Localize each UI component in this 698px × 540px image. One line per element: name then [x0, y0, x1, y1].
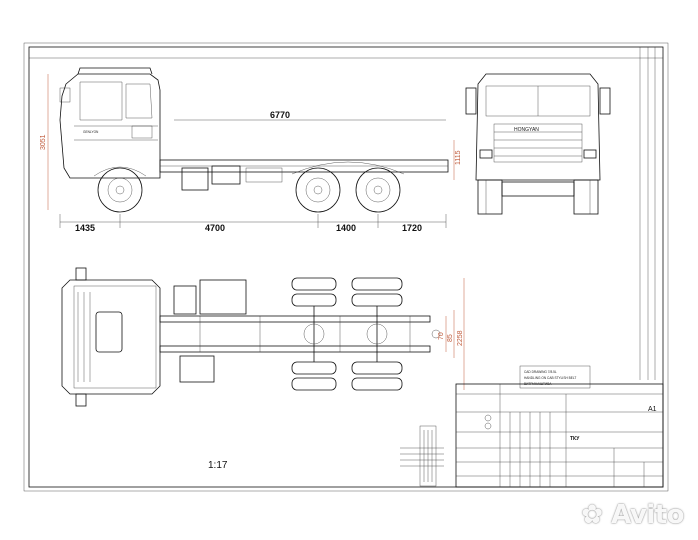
side-view: GENLYON [59, 67, 449, 213]
front-wheel [97, 167, 143, 213]
top-dimensions: 70 85 2258 [438, 278, 465, 390]
dim-width-b: 85 [447, 334, 454, 342]
front-view: HONGYAN [465, 73, 611, 215]
dim-width-a: 70 [438, 332, 445, 340]
scale-label: 1:17 [208, 460, 228, 471]
note-line-1: CAD DRAWING 7/8.5L [524, 370, 557, 374]
side-notes [400, 425, 444, 487]
dim-wheelbase: 4700 [205, 223, 225, 233]
top-view [61, 267, 441, 407]
inner-frame [28, 46, 664, 488]
side-logo: GENLYON [83, 130, 99, 134]
outer-frame [23, 42, 669, 492]
sheet-size: A1 [648, 406, 657, 413]
note-line-2: HANDLING ON CAB STYLISH BELT [524, 376, 576, 380]
rear-wheel-1 [295, 167, 341, 213]
dim-frame-height: 1115 [455, 150, 462, 165]
dim-axle-spacing: 1400 [336, 223, 356, 233]
dim-overall-length: 6770 [270, 110, 290, 120]
dim-rear-overhang: 1720 [402, 223, 422, 233]
rear-wheel-2 [355, 167, 401, 213]
note-box: CAD DRAWING 7/8.5L HANDLING ON CAB STYLI… [519, 365, 591, 389]
watermark-icon: ✿ [581, 500, 603, 530]
side-dimensions: 6770 1435 4700 1400 1720 3051 1115 [40, 74, 462, 233]
title-block: A1 ТКУ [455, 383, 664, 488]
front-logo: HONGYAN [514, 127, 539, 133]
avito-watermark: ✿ Avito [581, 500, 684, 530]
dim-height: 3051 [40, 134, 47, 150]
watermark-text: Avito [611, 500, 684, 530]
title-field: ТКУ [570, 436, 580, 442]
dim-overall-width: 2258 [457, 330, 464, 346]
dim-front-overhang: 1435 [75, 223, 95, 233]
